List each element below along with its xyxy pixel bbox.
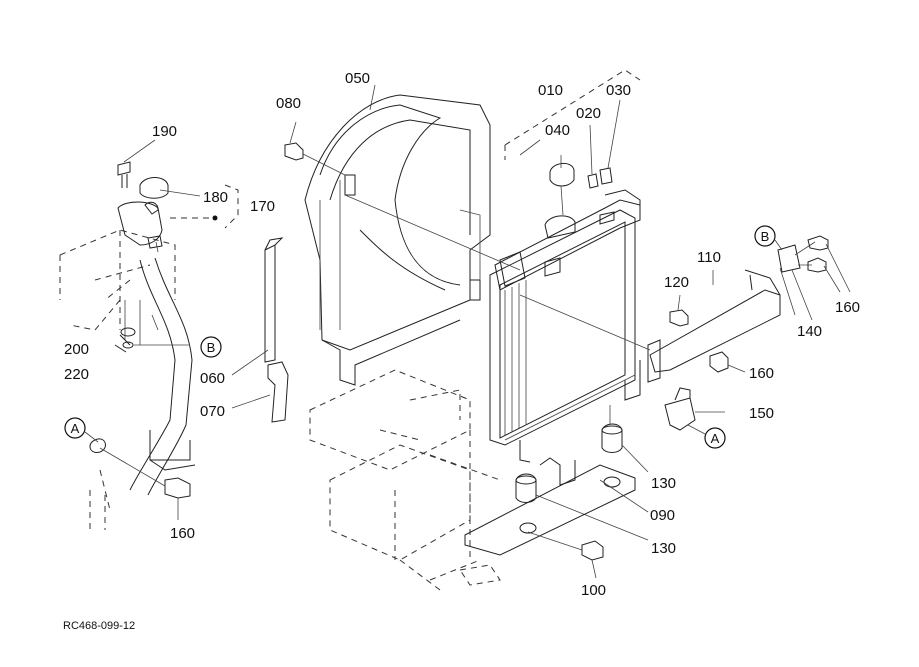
part-labels: 010 020 030 040 050 060 070 080 090 100 … [64, 70, 860, 599]
label-130-lower: 130 [651, 540, 676, 557]
chassis-frame-outline [59, 229, 501, 591]
label-190: 190 [152, 123, 177, 140]
ref-mark-a-left: A [64, 417, 86, 439]
label-020: 020 [576, 105, 601, 122]
hose-070 [267, 361, 289, 423]
label-090: 090 [650, 507, 675, 524]
label-160-left: 160 [170, 525, 195, 542]
label-010: 010 [538, 82, 563, 99]
svg-text:A: A [71, 421, 80, 436]
label-120: 120 [664, 274, 689, 291]
bracket-150 [664, 387, 725, 431]
bolt-080 [284, 121, 346, 176]
bracket-140 [777, 241, 816, 321]
svg-text:A: A [711, 431, 720, 446]
cushion-130-upper [601, 405, 649, 473]
label-060: 060 [200, 370, 225, 387]
label-030: 030 [606, 82, 631, 99]
label-160-right: 160 [835, 299, 860, 316]
label-050: 050 [345, 70, 370, 87]
bolts-160-right [807, 235, 851, 293]
label-180: 180 [203, 189, 228, 206]
label-130-upper: 130 [651, 475, 676, 492]
label-170: 170 [250, 198, 275, 215]
label-160-middle: 160 [749, 365, 774, 382]
radiator-stay-110 [344, 194, 781, 383]
svg-text:B: B [761, 229, 770, 244]
label-040: 040 [545, 122, 570, 139]
label-200: 200 [64, 341, 89, 358]
bolt-160-middle [709, 351, 746, 373]
radiator-core [489, 189, 641, 463]
ref-mark-b-right: B [754, 225, 776, 247]
bolt-100 [527, 531, 604, 579]
washers-200-220 [120, 327, 136, 349]
label-220: 220 [64, 366, 89, 383]
ref-mark-b-left: B [200, 336, 222, 358]
label-100: 100 [581, 582, 606, 599]
label-140: 140 [797, 323, 822, 340]
thermostat-housing [117, 161, 169, 249]
svg-text:B: B [207, 340, 216, 355]
drain-cock-030 [599, 99, 621, 185]
group-bracket-170 [170, 184, 239, 229]
support-plate-090 [464, 457, 649, 556]
group-bracket-010 [504, 69, 641, 160]
label-080: 080 [276, 95, 301, 112]
fan-shroud [304, 94, 491, 386]
label-150: 150 [749, 405, 774, 422]
drain-plug-020 [587, 124, 599, 189]
radiator-cap [549, 155, 575, 216]
label-110: 110 [697, 249, 721, 266]
ref-mark-a-right: A [704, 427, 726, 449]
leader-lines [123, 84, 796, 409]
label-070: 070 [200, 403, 225, 420]
bolt-120 [669, 294, 689, 327]
left-pipe-assembly [89, 257, 196, 496]
drawing-code: RC468-099-12 [63, 620, 135, 632]
bolt-160-left [99, 447, 191, 520]
hose-060 [264, 237, 284, 363]
